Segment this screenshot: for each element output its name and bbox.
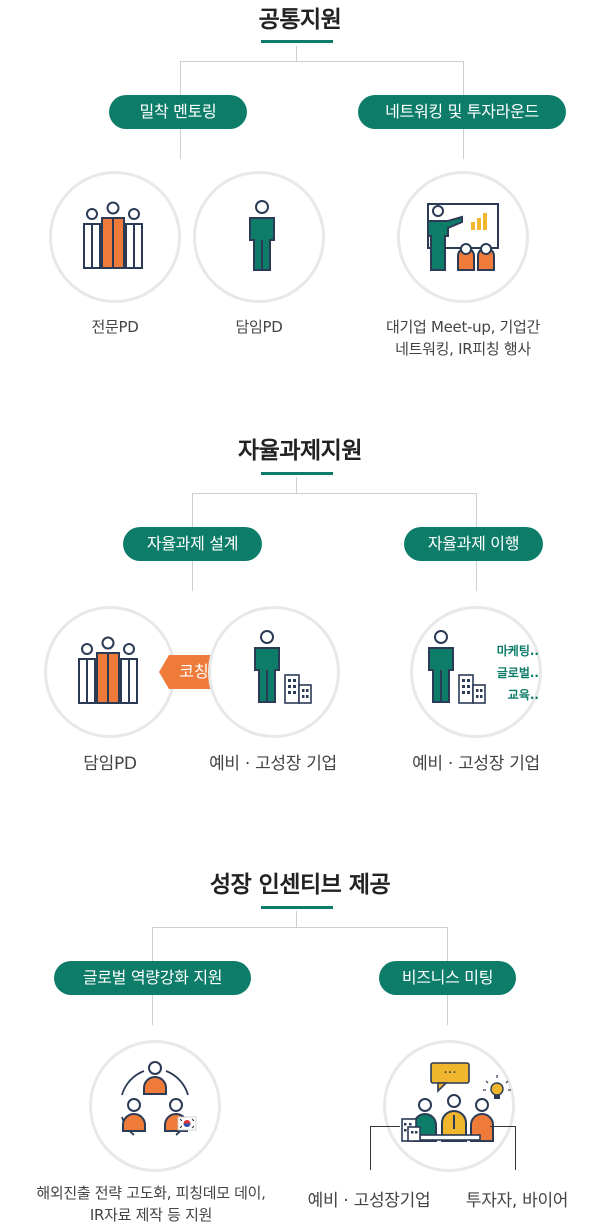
bracket-right [515, 1126, 516, 1170]
building-icon [428, 630, 486, 704]
tree-stem-3 [296, 911, 297, 927]
section1-underline [261, 40, 333, 43]
bracket-left [370, 1126, 371, 1170]
tree-drop-right-2 [463, 129, 464, 159]
tree-drop-right-3 [476, 493, 477, 527]
tree-drop-left-6 [152, 995, 153, 1025]
section3-title: 성장 인센티브 제공 [209, 872, 391, 898]
tree-branch [180, 61, 464, 62]
speech-bubble-icon: ··· [430, 1062, 470, 1093]
globe-people-icon [121, 1061, 197, 1136]
tree-stem [296, 46, 297, 62]
expert-pd-circle [49, 171, 181, 303]
homeroom-pd-circle [193, 171, 325, 303]
caption-meetup: 대기업 Meet-up, 기업간 네트워킹, IR피칭 행사 [340, 316, 586, 360]
pill-business-meeting: 비즈니스 미팅 [379, 961, 516, 995]
section2-underline [261, 472, 333, 475]
section3-underline [261, 906, 333, 909]
caption-meetup-line1: 대기업 Meet-up, 기업간 [385, 318, 541, 336]
tree-drop-left-2 [180, 129, 181, 159]
coaching-label: 코칭 [179, 662, 209, 681]
caption-homeroom-pd-2: 담임PD [83, 754, 137, 774]
tree-drop-left-4 [192, 561, 193, 591]
company-tasks-circle: 마케팅.. 글로벌.. 교육.. [410, 606, 542, 738]
tag-marketing: 마케팅.. [496, 644, 539, 658]
caption-expert-pd: 전문PD [91, 318, 139, 336]
bracket-left-top [370, 1126, 400, 1127]
tree-branch-3 [152, 927, 448, 928]
building-icon [254, 630, 312, 704]
pill-close-mentoring: 밀착 멘토링 [109, 95, 247, 129]
tag-education: 교육.. [507, 688, 539, 702]
people-group-icon [83, 201, 143, 269]
tree-drop-right-5 [447, 927, 448, 961]
meetup-circle [397, 171, 529, 303]
tag-global: 글로벌.. [496, 666, 539, 680]
caption-meetup-line2: 네트워킹, IR피칭 행사 [395, 340, 531, 358]
presentation-icon [427, 203, 499, 271]
pill-global-capacity: 글로벌 역량강화 지원 [54, 961, 251, 995]
caption-companies: 예비 · 고성장기업 [307, 1191, 431, 1211]
global-circle [89, 1040, 221, 1172]
tree-drop-left-5 [152, 927, 153, 961]
caption-global-line2: IR자료 제작 등 지원 [89, 1206, 213, 1224]
caption-homeroom-pd: 담임PD [235, 318, 283, 336]
bubble-dots: ··· [443, 1065, 456, 1081]
pill-task-design: 자율과제 설계 [123, 527, 262, 561]
caption-global-line1: 해외진출 전략 고도화, 피칭데모 데이, [36, 1184, 266, 1202]
person-icon [249, 200, 275, 271]
tree-stem-2 [296, 477, 297, 493]
caption-company: 예비 · 고성장 기업 [209, 754, 337, 774]
caption-global: 해외진출 전략 고도화, 피칭데모 데이, IR자료 제작 등 지원 [10, 1182, 292, 1226]
tree-drop-right-4 [476, 561, 477, 591]
tree-drop-left-3 [192, 493, 193, 527]
lightbulb-icon [483, 1075, 511, 1099]
company-circle [208, 606, 340, 738]
tree-drop-right [463, 61, 464, 95]
tree-drop-right-6 [447, 995, 448, 1025]
tree-branch-2 [192, 493, 476, 494]
people-group-icon [78, 636, 138, 704]
caption-investors: 투자자, 바이어 [465, 1191, 569, 1211]
section1-title: 공통지원 [258, 7, 342, 33]
bracket-right-top [490, 1126, 516, 1127]
homeroom-pd-group-circle [44, 606, 176, 738]
caption-company-2: 예비 · 고성장 기업 [412, 754, 540, 774]
task-tags: 마케팅.. 글로벌.. 교육.. [483, 640, 539, 706]
pill-networking-investment: 네트워킹 및 투자라운드 [358, 95, 566, 129]
pill-task-execution: 자율과제 이행 [404, 527, 543, 561]
meeting-circle: ··· [383, 1040, 515, 1172]
section2-title: 자율과제지원 [238, 438, 362, 464]
tree-drop-left [180, 61, 181, 95]
meeting-icon: ··· [401, 1062, 511, 1142]
korea-flag-icon [177, 1116, 197, 1131]
